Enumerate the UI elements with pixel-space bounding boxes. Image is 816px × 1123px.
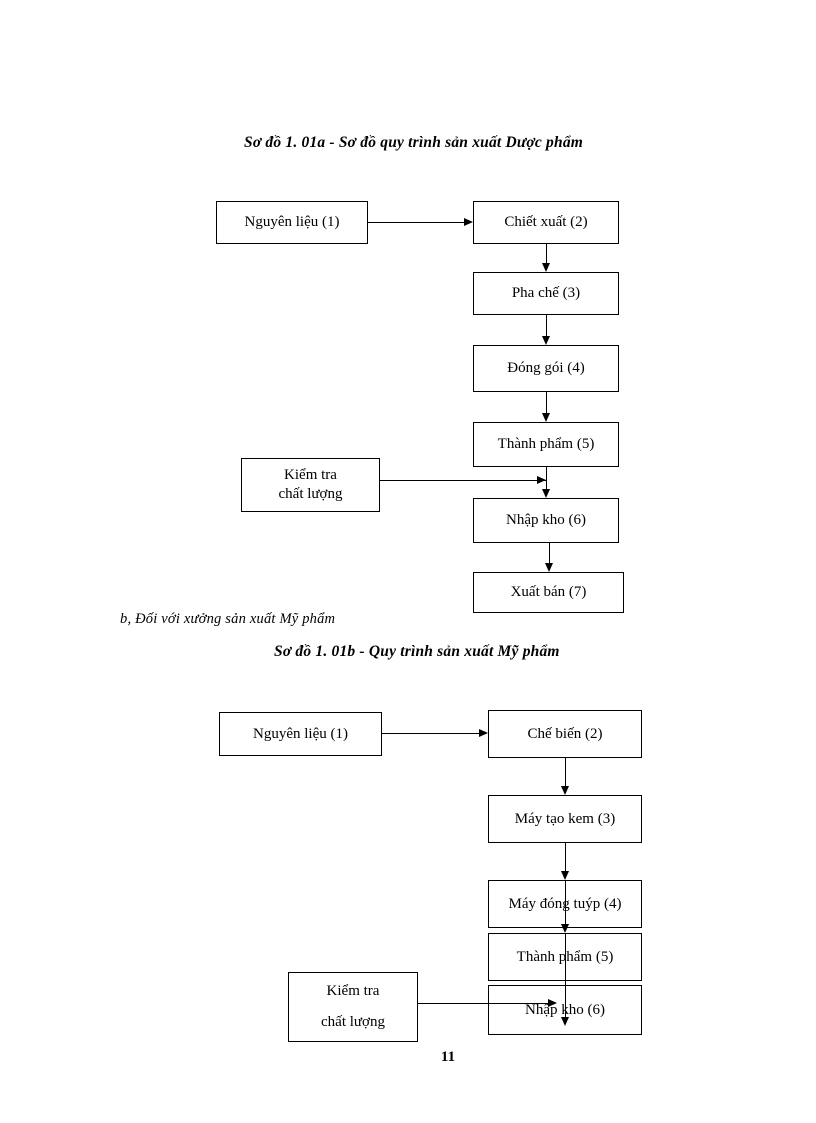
node-warehousing-1: Nhập kho (6) [473,498,619,543]
node-raw-material-2: Nguyên liệu (1) [219,712,382,756]
connector-warehousing-to-sales [549,543,550,563]
arrowhead-qc-to-warehousing-1-icon [537,475,546,484]
node-quality-control-2: Kiểm tra chất lượng [288,972,418,1042]
node-label: Chế biến (2) [527,725,603,742]
node-label: Chiết xuất (2) [504,214,588,231]
arrowhead-raw-to-extraction-icon [464,217,473,226]
connector-compounding-to-packaging [546,315,547,336]
arrowhead-processing-to-cream-icon [560,786,569,795]
node-finished-product-1: Thành phẩm (5) [473,422,619,467]
node-packaging: Đóng gói (4) [473,345,619,392]
connector-processing-to-cream [565,758,566,786]
section-heading: b, Đối với xưởng sản xuất Mỹ phẩm [120,611,336,627]
connector-qc-to-warehousing-2 [418,1003,548,1004]
connector-tube-to-finished [565,880,566,924]
arrowhead-finished-to-warehousing-1-icon [541,489,550,498]
node-label: Nhập kho (6) [506,512,586,529]
node-label: Thành phẩm (5) [497,436,595,453]
node-label: Xuất bán (7) [510,584,587,601]
node-compounding: Pha chế (3) [473,272,619,315]
node-processing: Chế biến (2) [488,710,642,758]
connector-raw-to-processing [382,733,479,734]
connector-qc-to-warehousing-1 [380,480,546,481]
node-label-line2: chất lượng [278,486,343,502]
node-sales: Xuất bán (7) [473,572,624,613]
connector-finished-to-warehousing-2 [565,933,566,1020]
node-label: Pha chế (3) [511,285,581,302]
diagram2-caption: Sơ đồ 1. 01b - Quy trình sản xuất Mỹ phẩ… [274,643,560,660]
node-label: Nhập kho (6) [525,1001,605,1018]
node-label: Đóng gói (4) [507,360,585,377]
arrowhead-qc-to-warehousing-2-icon [548,998,557,1007]
arrowhead-packaging-to-finished-icon [541,413,550,422]
arrowhead-warehousing-to-sales-icon [544,563,553,572]
node-label: Nguyên liệu (1) [244,214,340,231]
node-raw-material-1: Nguyên liệu (1) [216,201,368,244]
node-label-line1: Kiểm tra [284,467,337,484]
arrowhead-cream-to-tube-icon [560,871,569,880]
arrowhead-finished-to-warehousing-2-icon [560,1017,569,1026]
arrowhead-raw-to-processing-icon [479,728,488,737]
arrowhead-extraction-to-compounding-icon [541,263,550,272]
connector-raw-to-extraction [368,222,464,223]
node-quality-control-1: Kiểm tra chất lượng [241,458,380,512]
connector-finished-to-warehousing-1 [546,467,547,489]
node-label: Máy tạo kem (3) [514,810,616,827]
arrowhead-tube-to-finished-icon [560,924,569,933]
diagram1-caption: Sơ đồ 1. 01a - Sơ đồ quy trình sản xuất … [244,134,584,151]
node-extraction: Chiết xuất (2) [473,201,619,244]
connector-cream-to-tube [565,843,566,871]
page-number: 11 [440,1049,456,1065]
arrowhead-compounding-to-packaging-icon [541,336,550,345]
connector-packaging-to-finished [546,392,547,413]
node-label: Thành phẩm (5) [516,948,614,965]
node-label-line1: Kiểm tra [326,982,380,999]
connector-extraction-to-compounding [546,244,547,263]
node-label: Nguyên liệu (1) [253,725,348,742]
node-label-line2: chất lượng [321,1014,385,1030]
node-cream-machine: Máy tạo kem (3) [488,795,642,843]
